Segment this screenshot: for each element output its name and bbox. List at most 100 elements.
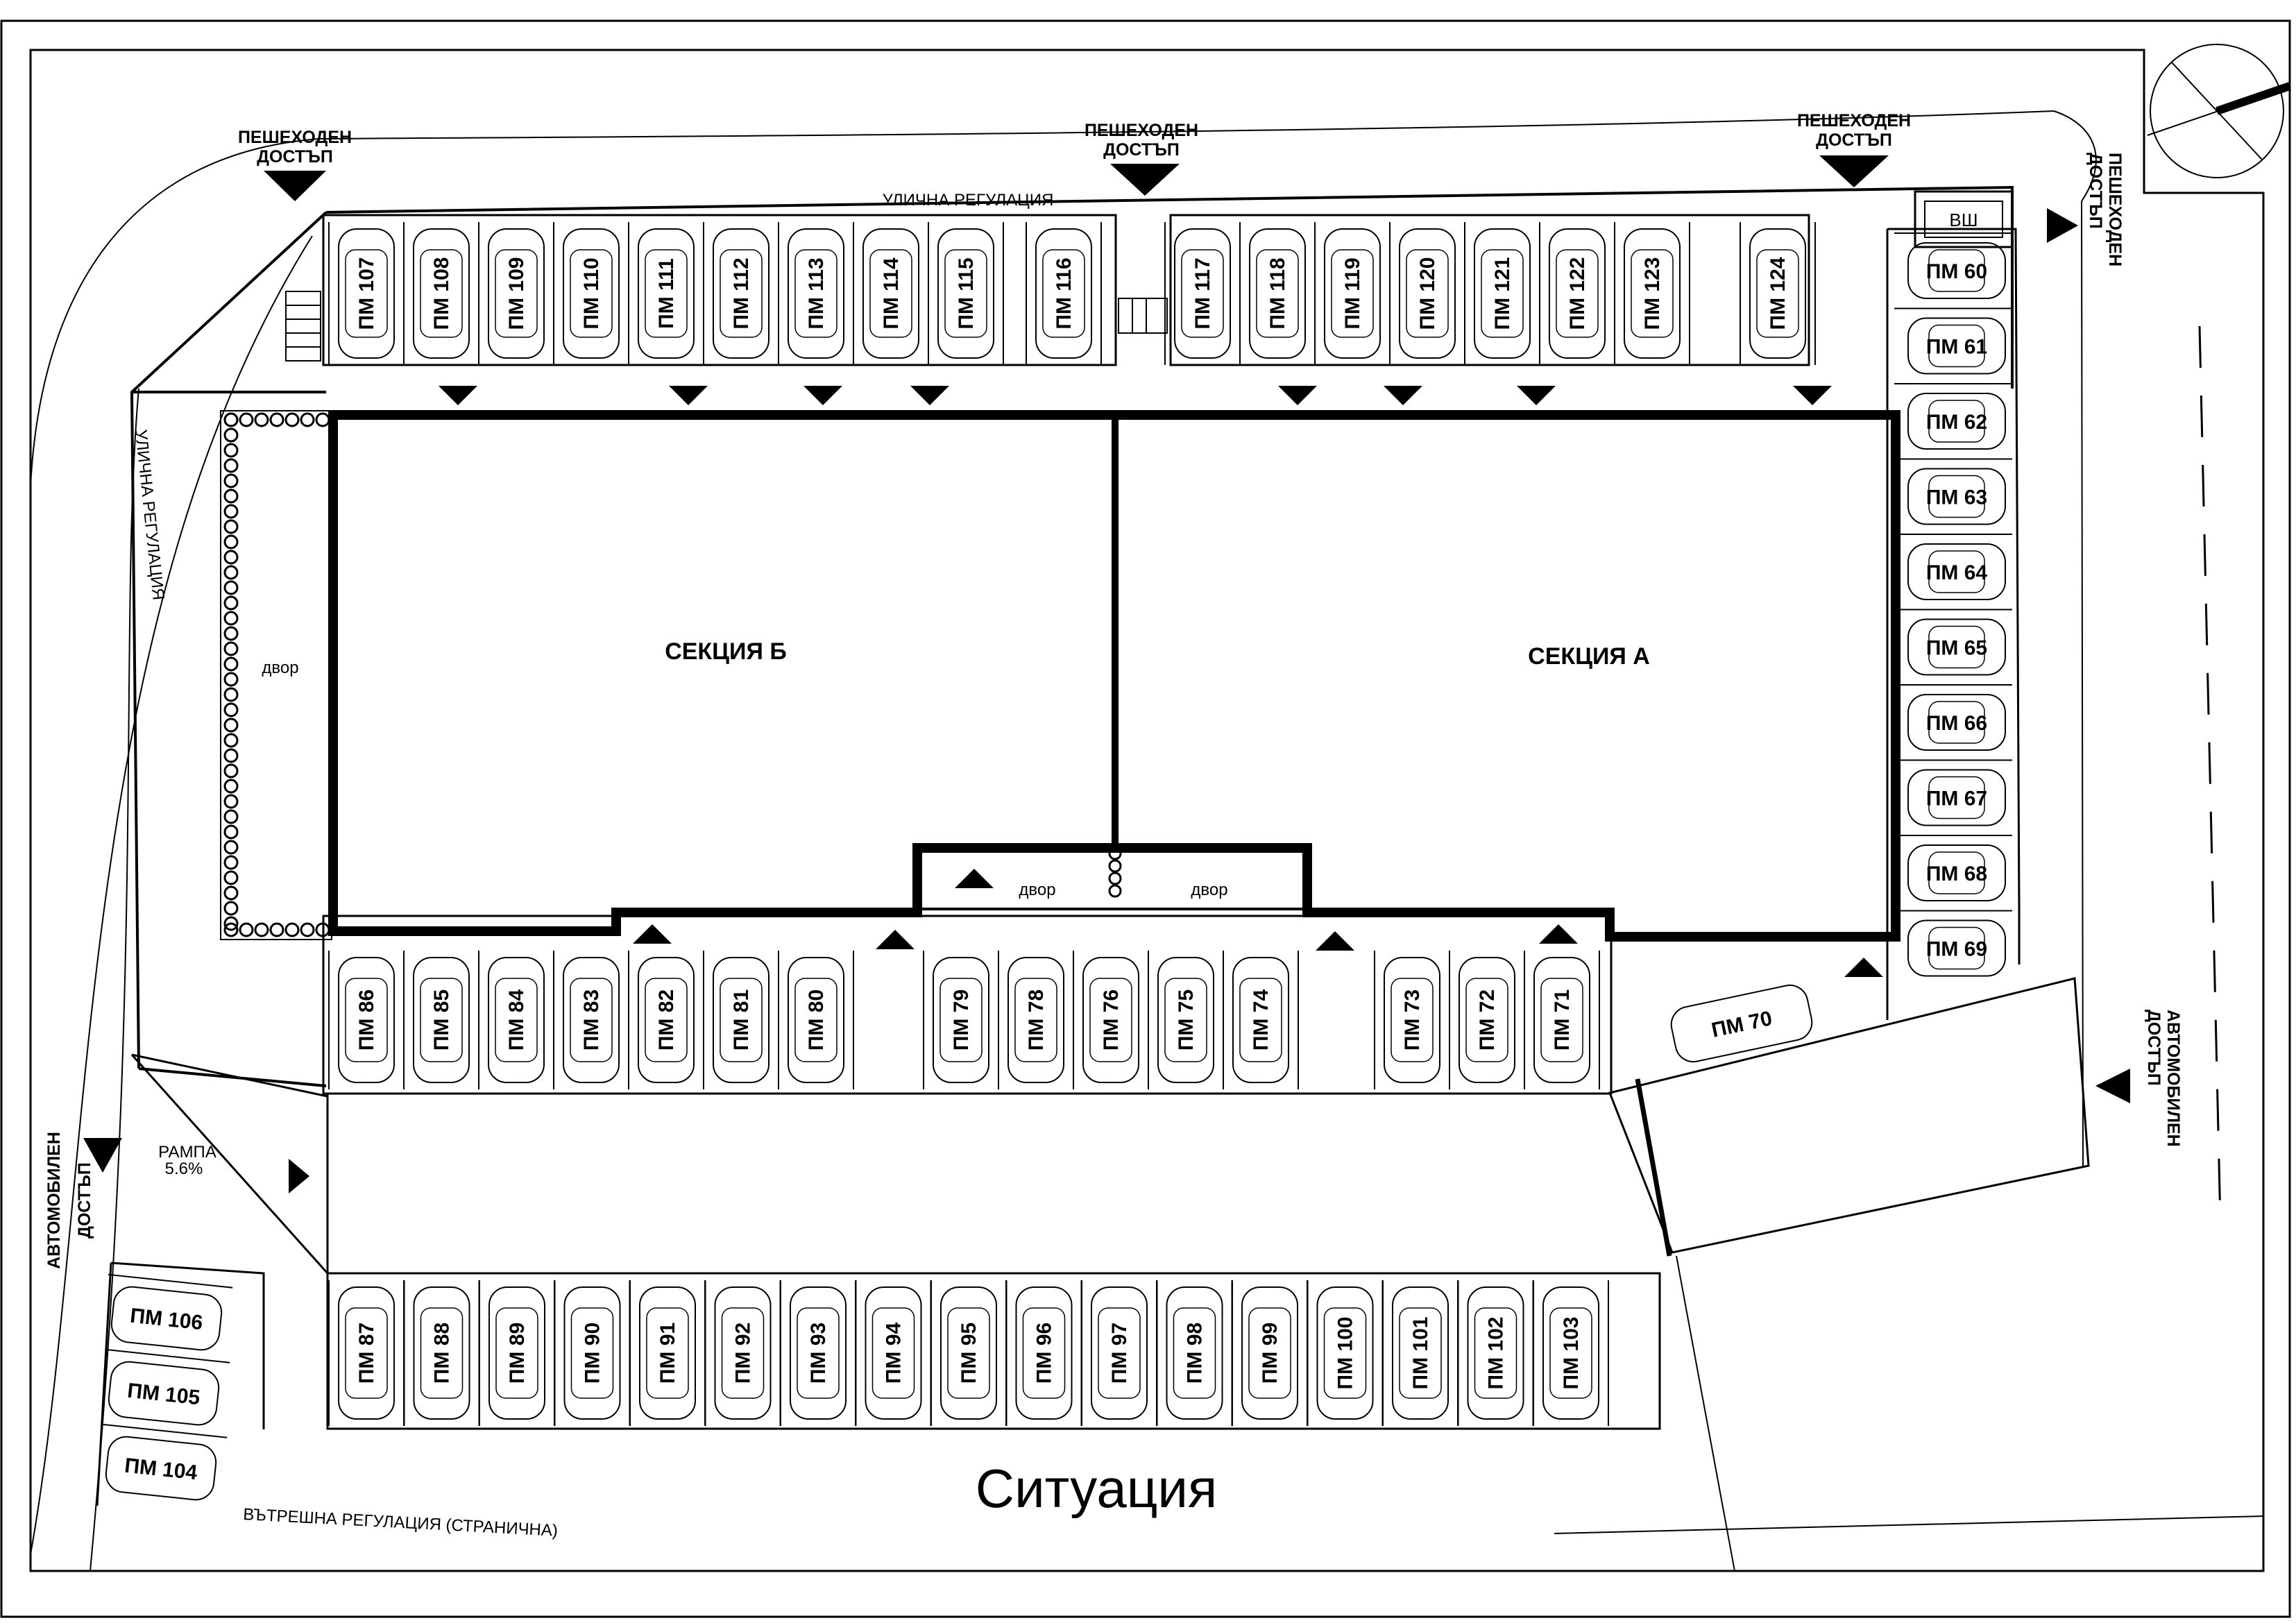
transformer-box: ВШ	[1914, 190, 2014, 248]
car-icon	[1249, 228, 1306, 359]
spot-label: ПМ 66	[1926, 712, 1987, 735]
spot-label: ПМ 110	[580, 257, 603, 329]
spot-label: ПМ 85	[430, 989, 453, 1051]
parking-spot: ПМ 69	[1894, 910, 2012, 977]
parking-spot: ПМ 117	[1164, 222, 1241, 365]
stairs-icon	[285, 291, 1168, 362]
parking-spot: ПМ 94	[855, 1280, 932, 1426]
spot-label: ПМ 71	[1551, 989, 1574, 1051]
pedestrian-label-1a: ПЕШЕХОДЕН	[238, 128, 352, 147]
parking-spot: ПМ 107	[328, 222, 405, 365]
car-icon	[788, 228, 844, 359]
car-icon	[1166, 1286, 1223, 1420]
parking-spot: ПМ 64	[1894, 534, 2012, 600]
parking-spot: ПМ 112	[703, 222, 779, 365]
car-icon	[862, 228, 919, 359]
car-icon	[1467, 1286, 1524, 1420]
parking-spot: ПМ 101	[1382, 1280, 1459, 1426]
spot-label: ПМ 76	[1100, 989, 1123, 1051]
car-icon	[940, 1286, 997, 1420]
pedestrian-label-4a: ПЕШЕХОДЕН	[2105, 153, 2125, 266]
spot-label: ПМ 61	[1926, 336, 1987, 359]
parking-spot: ПМ 74	[1223, 951, 1299, 1089]
car-icon	[1157, 957, 1214, 1083]
parking-spot: ПМ 108	[403, 222, 479, 365]
parking-spot: ПМ 121	[1464, 222, 1540, 365]
parking-spot: ПМ 67	[1894, 759, 2012, 826]
car-icon	[563, 1286, 621, 1420]
car-icon	[1459, 957, 1515, 1083]
car-icon	[413, 1286, 470, 1420]
parking-spot: ПМ 100	[1307, 1280, 1384, 1426]
spot-label: ПМ 80	[805, 989, 828, 1051]
parking-spot: ПМ 109	[478, 222, 554, 365]
car-icon	[110, 1286, 223, 1351]
car-icon	[338, 228, 395, 359]
spot-label: ПМ 117	[1191, 257, 1214, 329]
section-b-label: СЕКЦИЯ Б	[665, 638, 787, 665]
ramp-slope-label: 5.6%	[165, 1159, 203, 1178]
yard-label-left: двор	[262, 658, 298, 677]
inner-regulation-label: ВЪТРЕШНА РЕГУЛАЦИЯ (СТРАНИЧНА)	[243, 1505, 559, 1540]
parking-spot: ПМ 90	[554, 1280, 631, 1426]
spot-label: ПМ 113	[805, 257, 828, 329]
transformer-label: ВШ	[1949, 210, 1978, 230]
parking-spot: ПМ 92	[704, 1280, 781, 1426]
car-access-icon	[83, 1069, 2130, 1173]
pedestrian-access-icon	[264, 155, 2078, 243]
section-a-label: СЕКЦИЯ А	[1528, 643, 1650, 670]
spot-label: ПМ 118	[1266, 257, 1289, 329]
parking-spot: ПМ 91	[629, 1280, 706, 1426]
car-icon	[790, 1286, 847, 1420]
parking-spot: ПМ 86	[328, 951, 405, 1089]
car-icon	[713, 228, 769, 359]
spot-label: ПМ 98	[1184, 1323, 1207, 1384]
parking-spot: ПМ 103	[1533, 1280, 1609, 1426]
parking-spot: ПМ 63	[1894, 458, 2012, 525]
pedestrian-label-2a: ПЕШЕХОДЕН	[1085, 121, 1198, 140]
parking-spot: ПМ 60	[1894, 232, 2012, 299]
car-icon	[1015, 1286, 1073, 1420]
spot-label: ПМ 119	[1341, 257, 1364, 329]
spot-label: ПМ 102	[1485, 1317, 1508, 1390]
spot-label: ПМ 94	[883, 1323, 905, 1384]
car-icon	[1316, 1286, 1374, 1420]
car-icon	[1907, 393, 2006, 450]
pedestrian-label-1b: ДОСТЪП	[257, 147, 333, 167]
spot-label: ПМ 100	[1334, 1317, 1357, 1390]
car-label-right-b: ДОСТЪП	[2144, 1010, 2163, 1086]
spot-label: ПМ 90	[581, 1323, 604, 1384]
spot-label: ПМ 123	[1641, 257, 1664, 330]
parking-spot: ПМ 73	[1374, 951, 1450, 1089]
car-icon	[105, 1436, 217, 1501]
spot-label: ПМ 89	[506, 1323, 529, 1384]
yard-label-mid1: двор	[1019, 881, 1055, 899]
spot-label: ПМ 64	[1926, 561, 1988, 584]
car-icon	[488, 228, 545, 359]
spot-label: ПМ 109	[505, 257, 528, 330]
car-icon	[1241, 1286, 1298, 1420]
spot-label: ПМ 86	[355, 989, 378, 1051]
page-title: Ситуация	[976, 1458, 1218, 1519]
parking-spot: ПМ 75	[1148, 951, 1224, 1089]
car-icon	[1907, 694, 2006, 751]
car-icon	[1907, 468, 2006, 525]
car-icon	[563, 228, 620, 359]
car-icon	[1907, 844, 2006, 901]
car-icon	[338, 957, 395, 1083]
parking-spot: ПМ 78	[998, 951, 1074, 1089]
spot-label: ПМ 108	[430, 257, 453, 330]
parking-spot: ПМ 118	[1239, 222, 1316, 365]
car-icon	[413, 957, 470, 1083]
car-icon	[1907, 543, 2006, 600]
spot-label: ПМ 81	[730, 989, 753, 1051]
car-icon	[108, 1361, 220, 1426]
spot-label: ПМ 68	[1926, 863, 1987, 885]
north-arrow-icon	[2147, 44, 2291, 178]
car-icon	[1392, 1286, 1449, 1420]
spot-label: ПМ 72	[1476, 989, 1499, 1051]
car-icon	[638, 957, 695, 1083]
car-icon	[1670, 984, 1813, 1063]
parking-spot: ПМ 106	[108, 1273, 233, 1351]
